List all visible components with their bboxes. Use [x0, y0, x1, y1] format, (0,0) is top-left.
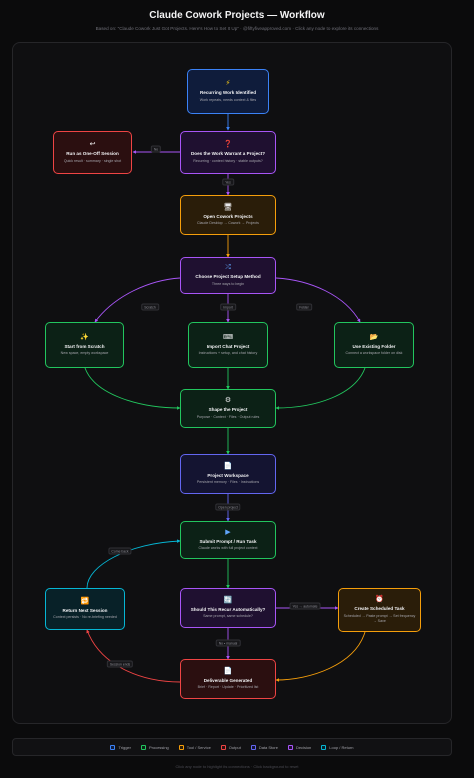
play-icon: ▶ — [225, 528, 231, 536]
node-title: Use Existing Folder — [352, 343, 396, 349]
node-desc: Work repeats, needs context & files — [199, 97, 257, 102]
node-title: Return Next Session — [62, 607, 108, 613]
page-title: Claude Cowork Projects — Workflow — [149, 10, 325, 21]
page-subtitle: Based on: "Claude Cowork Just Got Projec… — [95, 26, 379, 31]
legend-item-processing: Processing — [140, 744, 169, 750]
node-one-off-session[interactable]: ↩ Run as One-Off Session Quick result · … — [53, 131, 132, 174]
edge-label-folder: Folder — [296, 303, 312, 311]
legend-item-output: Output — [220, 744, 241, 750]
folder-icon: 📂 — [369, 333, 379, 341]
keyboard-icon: ⌨ — [222, 333, 234, 341]
node-desc: Instructions + setup, and chat history — [198, 351, 258, 356]
node-title: Create Scheduled Task — [354, 606, 405, 612]
node-desc: Claude works with full project context — [198, 546, 258, 551]
legend-swatch — [110, 744, 116, 750]
loop-icon: 🔁 — [80, 597, 90, 605]
legend-swatch — [220, 744, 226, 750]
node-return-next-session[interactable]: 🔁 Return Next Session Context persists ·… — [45, 588, 125, 630]
node-title: Project Workspace — [207, 472, 249, 478]
node-desc: Connect a workspace folder on disk — [345, 351, 403, 356]
node-desc: Quick result · summary · single shot — [63, 158, 122, 163]
document-icon: 📄 — [223, 667, 233, 675]
node-title: Does the Work Warrant a Project? — [190, 151, 266, 157]
legend-swatch — [321, 744, 327, 750]
return-arrow-icon: ↩ — [89, 141, 96, 149]
node-title: Start from Scratch — [64, 343, 105, 349]
node-project-workspace[interactable]: 📄 Project Workspace Persistent memory · … — [180, 454, 276, 494]
node-desc: Context persists · No re-briefing needed — [53, 615, 117, 620]
legend-item-loop: Loop / Return — [321, 744, 354, 750]
refresh-icon: 🔄 — [223, 596, 233, 604]
node-title: Run as One-Off Session — [66, 151, 119, 157]
node-recurring-work[interactable]: ⚡ Recurring Work Identified Work repeats… — [187, 69, 269, 114]
node-desc: Purpose · Context · Files · Output rules — [196, 414, 260, 419]
legend-swatch — [287, 744, 293, 750]
legend-item-data-store: Data Store — [250, 744, 278, 750]
node-shape-project[interactable]: ⚙ Shape the Project Purpose · Context · … — [180, 389, 276, 428]
legend-item-decision: Decision — [287, 744, 311, 750]
node-title: Recurring Work Identified — [199, 90, 257, 96]
node-desc: Claude Desktop → Cowork → Projects — [197, 221, 259, 226]
node-desc: Recurring · context history · stable out… — [193, 158, 263, 163]
node-title: Should This Recur Automatically? — [190, 606, 266, 612]
node-desc: Scheduled → Paste prompt → Set frequency… — [343, 613, 416, 623]
monitor-icon: 🖥 — [223, 203, 233, 211]
gear-icon: ⚙ — [224, 397, 232, 405]
footer-hint: Click any node to highlight its connecti… — [175, 764, 299, 769]
shuffle-icon: ⤮ — [225, 264, 231, 272]
node-scheduled-task[interactable]: ⏰ Create Scheduled Task Scheduled → Past… — [338, 588, 421, 632]
node-desc: New space, empty workspace — [60, 351, 109, 356]
node-desc: Same prompt, same schedule? — [203, 614, 253, 619]
legend-swatch — [250, 744, 256, 750]
node-setup-method[interactable]: ⤮ Choose Project Setup Method Three ways… — [180, 257, 276, 294]
document-icon: 📄 — [223, 462, 233, 470]
edge-label-no-manual: No • manual — [215, 639, 241, 647]
node-deliverable[interactable]: 📄 Deliverable Generated Brief · Report ·… — [180, 659, 276, 699]
node-desc: Brief · Report · Update · Prioritized li… — [197, 685, 259, 690]
edge-label-yes-automate: Yes → automate — [289, 602, 321, 610]
legend-item-tool: Tool / Service — [178, 744, 211, 750]
alarm-clock-icon: ⏰ — [375, 596, 384, 604]
question-icon: ❓ — [223, 141, 233, 149]
node-desc: Persistent memory · Files · Instructions — [196, 480, 260, 485]
node-start-scratch[interactable]: ✨ Start from Scratch New space, empty wo… — [45, 322, 124, 368]
edge-label-come-back: Come back — [108, 547, 132, 555]
legend: Trigger Processing Tool / Service Output… — [12, 738, 452, 756]
legend-item-trigger: Trigger — [110, 744, 131, 750]
edge-label-import: Import — [220, 303, 236, 311]
node-title: Choose Project Setup Method — [195, 274, 261, 280]
sparkles-icon: ✨ — [80, 333, 89, 341]
node-desc: Three ways to begin — [211, 281, 245, 286]
node-import-chat[interactable]: ⌨ Import Chat Project Instructions + set… — [188, 322, 268, 368]
node-recur-automatically[interactable]: 🔄 Should This Recur Automatically? Same … — [180, 588, 276, 628]
edge-label-scratch: Scratch — [141, 303, 159, 311]
edge-label-no: No — [150, 145, 162, 153]
node-existing-folder[interactable]: 📂 Use Existing Folder Connect a workspac… — [334, 322, 414, 368]
node-title: Deliverable Generated — [203, 677, 253, 683]
lightning-icon: ⚡ — [225, 80, 231, 88]
node-title: Shape the Project — [208, 407, 248, 413]
node-title: Open Cowork Projects — [203, 213, 253, 219]
node-open-cowork[interactable]: 🖥 Open Cowork Projects Claude Desktop → … — [180, 195, 276, 235]
legend-swatch — [140, 744, 146, 750]
node-warrant-project[interactable]: ❓ Does the Work Warrant a Project? Recur… — [180, 131, 276, 174]
node-submit-prompt[interactable]: ▶ Submit Prompt / Run Task Claude works … — [180, 521, 276, 559]
node-title: Import Chat Project — [206, 343, 250, 349]
edge-label-session-ends: Session ends — [106, 660, 134, 668]
legend-swatch — [178, 744, 184, 750]
node-title: Submit Prompt / Run Task — [199, 538, 257, 544]
edge-label-yes: Yes — [222, 178, 234, 186]
edge-label-open-project: Open project — [215, 503, 241, 511]
